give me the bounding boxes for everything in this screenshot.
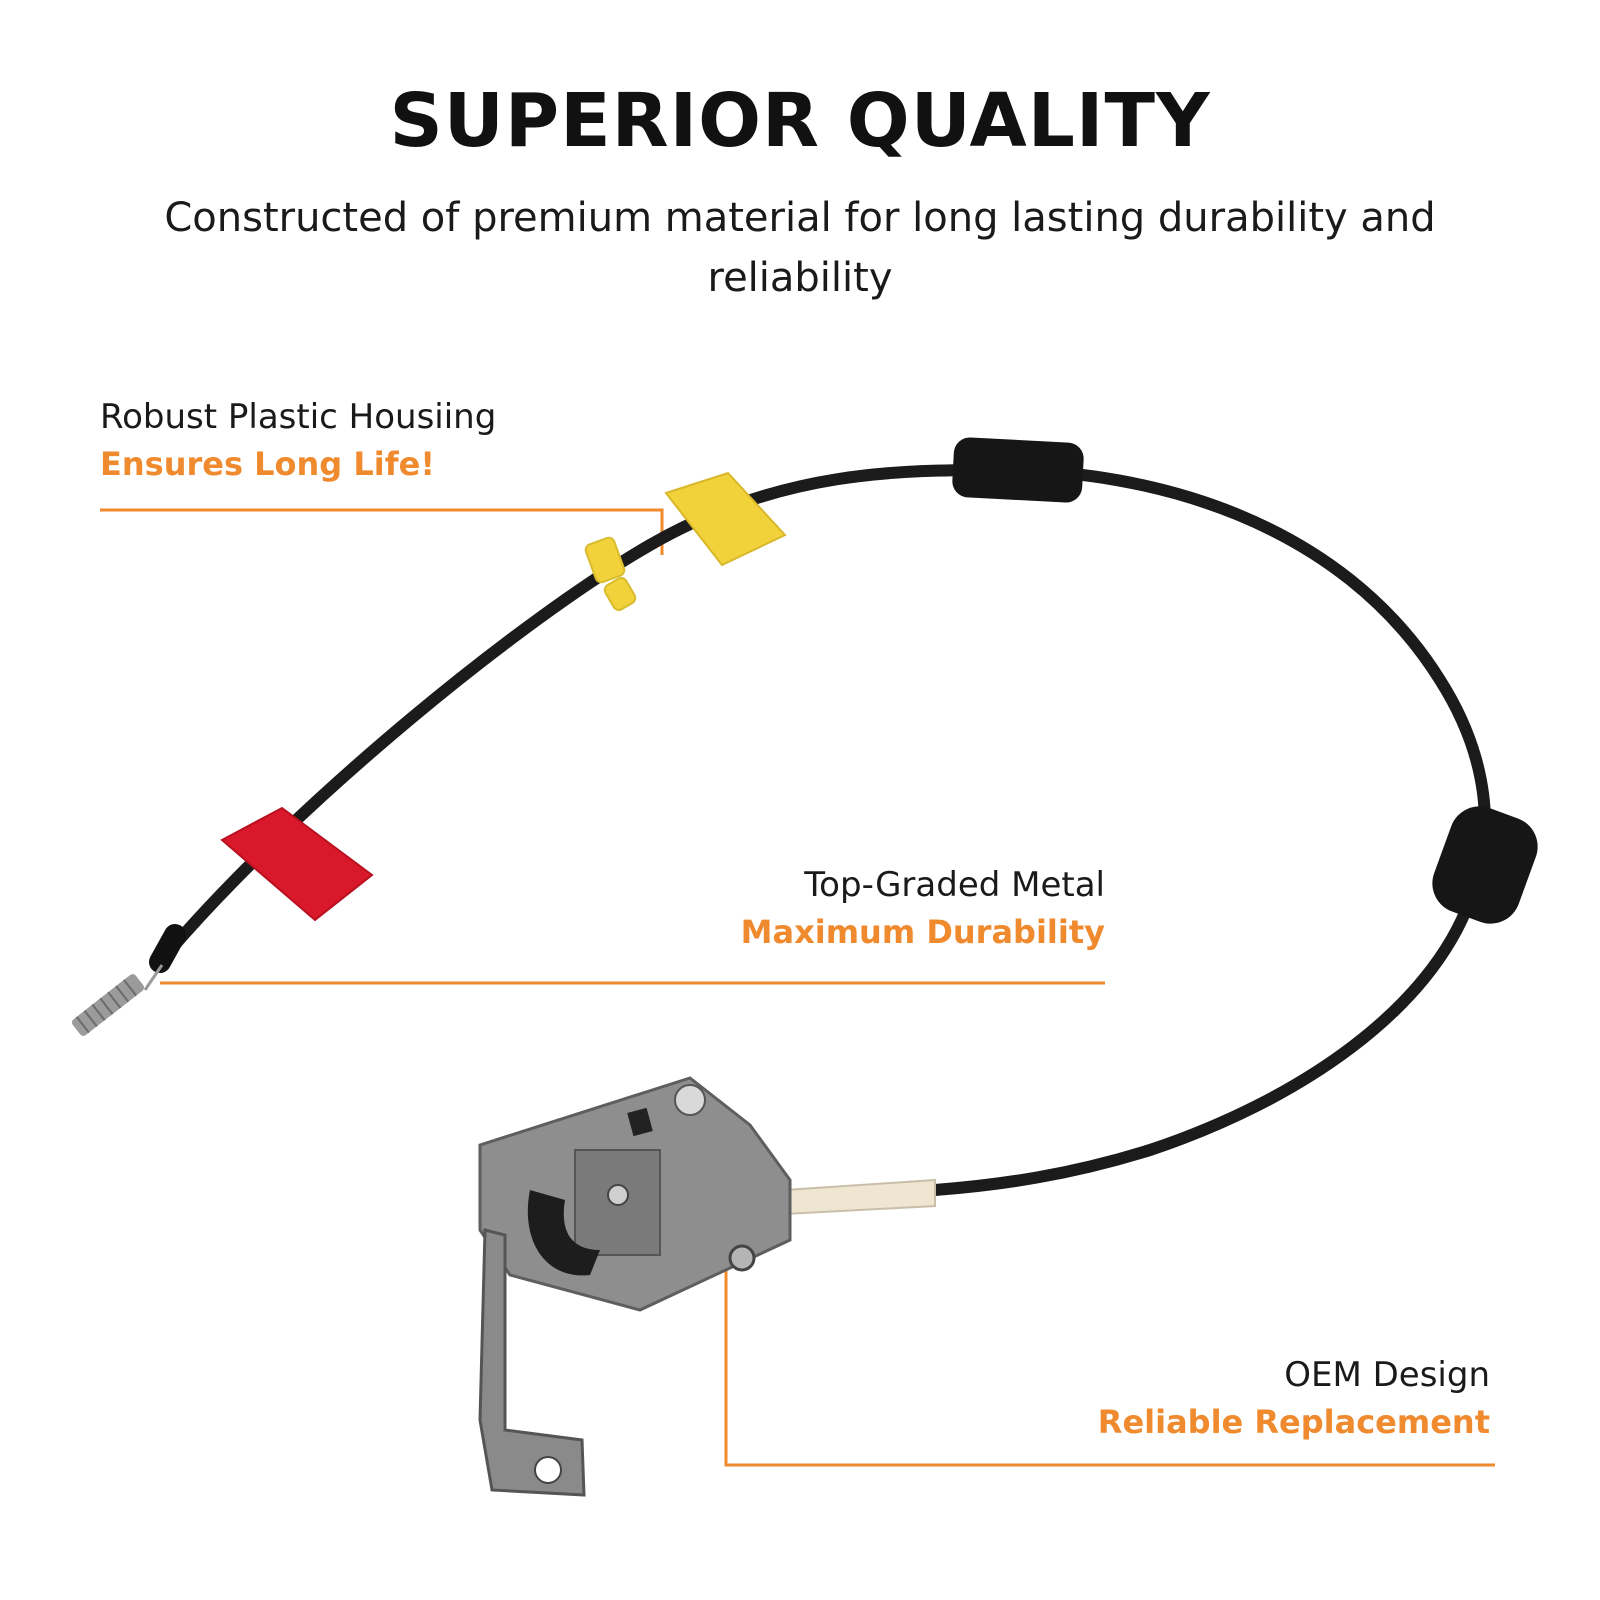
callout-metal: Top-Graded Metal Maximum Durability	[741, 862, 1105, 956]
cable-housing	[166, 463, 1491, 1196]
leader-line-oem	[724, 1195, 1495, 1467]
page-subtitle: Constructed of premium material for long…	[164, 195, 1436, 301]
foam-sleeve-top	[952, 437, 1084, 503]
callout-plastic-housing: Robust Plastic Housiing Ensures Long Lif…	[100, 394, 496, 488]
threaded-rod	[71, 974, 145, 1036]
yellow-clip	[584, 536, 637, 611]
callout-label: Top-Graded Metal	[804, 865, 1105, 905]
latch-claw	[527, 1190, 600, 1276]
latch-bolt-hole	[607, 1184, 629, 1206]
latch-rivet	[674, 1084, 706, 1116]
leader-line-housing	[100, 508, 664, 555]
latch-nut	[728, 1244, 756, 1272]
page-title: SUPERIOR QUALITY	[389, 78, 1211, 164]
bracket-mount-hole	[534, 1456, 562, 1484]
latch-bracket	[478, 1228, 586, 1497]
foam-sleeve-right	[1432, 806, 1538, 924]
callout-highlight: Maximum Durability	[740, 913, 1105, 951]
callout-label: OEM Design	[1284, 1355, 1490, 1395]
red-tape	[220, 806, 374, 922]
yellow-tape	[664, 471, 787, 567]
latch-assembly	[478, 1076, 792, 1497]
callout-highlight: Ensures Long Life!	[100, 445, 435, 483]
cable-end-fitting	[71, 924, 186, 1036]
latch-slot	[627, 1107, 653, 1137]
callout-highlight: Reliable Replacement	[1097, 1403, 1490, 1441]
callout-label: Robust Plastic Housiing	[100, 397, 497, 437]
callout-oem-design: OEM Design Reliable Replacement	[1098, 1352, 1490, 1446]
door-cable	[166, 463, 1491, 1196]
callout-leader-lines	[100, 508, 1495, 1467]
cable-boot	[784, 1178, 936, 1216]
